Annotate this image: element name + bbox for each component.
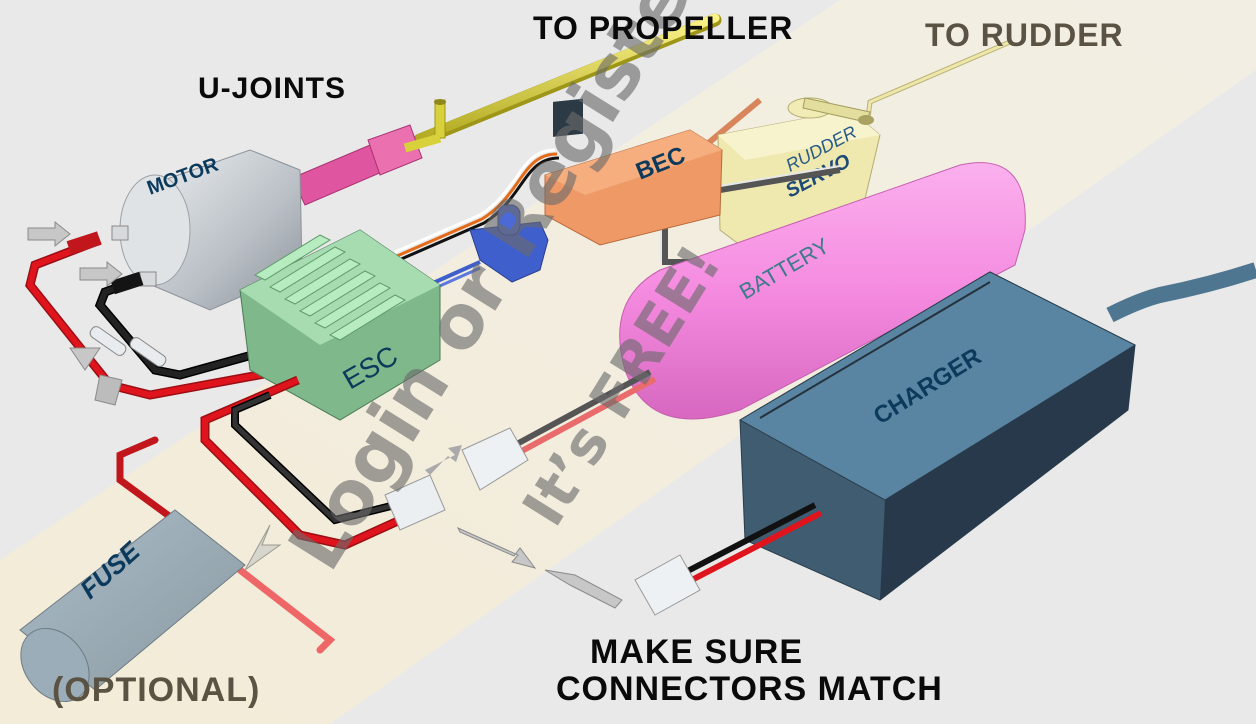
propeller-shaft (413, 13, 722, 147)
bec-to-esc-wires (394, 148, 560, 262)
esc-connector (384, 474, 446, 531)
bullet-connectors-motor (27, 220, 123, 406)
battery: BATTERY (619, 162, 1026, 420)
optional-label: (OPTIONAL) (52, 671, 261, 709)
shaft-tube (434, 99, 446, 139)
to-rudder-label: TO RUDDER (925, 17, 1124, 53)
connector-pin-arrow (425, 445, 462, 475)
connectors-label-line1: MAKE SURE (590, 633, 804, 671)
motor: MOTOR (111, 149, 303, 311)
esc-module: ESC (239, 229, 441, 421)
connector-pins-bottom (456, 526, 623, 609)
charger-power-cable (1106, 262, 1256, 323)
battery-connector (461, 427, 529, 491)
battery-leads (461, 369, 657, 491)
charger-leads (634, 502, 823, 616)
connectors-label-line2: CONNECTORS MATCH (556, 670, 943, 708)
charger: CHARGER (738, 271, 1137, 601)
u-joints-label: U-JOINTS (198, 72, 347, 105)
to-propeller-label: TO PROPELLER (533, 10, 794, 46)
bec-module: BEC (544, 98, 723, 246)
fuse-arrow (244, 524, 282, 571)
charger-connector (634, 554, 701, 616)
u-joints (291, 124, 442, 206)
esc-heatsink-fins (253, 234, 407, 341)
motor-wires (25, 231, 276, 400)
esc-battery-wires (200, 375, 446, 550)
servo-antenna-wire (698, 97, 762, 153)
